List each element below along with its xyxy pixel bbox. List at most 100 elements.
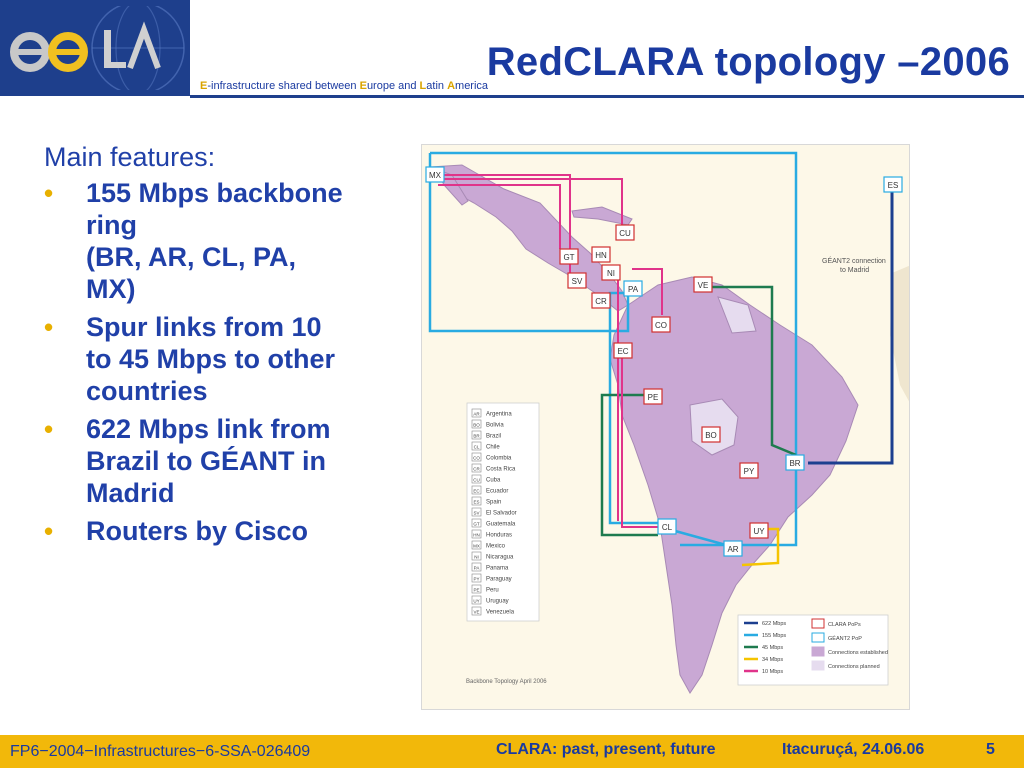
node-hn: HN [591, 246, 611, 263]
node-co: CO [651, 316, 671, 333]
node-label: VE [698, 281, 709, 290]
footer-date: Itacuruçá, 24.06.06 [782, 741, 925, 758]
svg-text:PE: PE [473, 588, 479, 593]
topology-map: GÉANT2 connection to Madrid MX CU GT HN SV NI… [421, 144, 910, 710]
link-legend: 622 Mbps 155 Mbps 45 Mbps 34 Mbps 10 Mbps CL… [737, 614, 889, 686]
feature-item: Spur links from 10 to 45 Mbps to other c… [44, 311, 416, 407]
geant-note-line-1: GÉANT2 connection [822, 256, 886, 265]
svg-text:Spain: Spain [486, 500, 501, 506]
header: RedCLARA topology –2006 E-infrastructure… [0, 0, 1024, 98]
svg-text:CL: CL [474, 445, 480, 450]
slide-title: RedCLARA topology –2006 [486, 40, 1010, 84]
svg-text:Bolivia: Bolivia [486, 423, 504, 429]
land-africa-hint [890, 265, 909, 402]
node-label: UY [753, 527, 765, 536]
pop-legend-row: CLARA PoPs [811, 618, 861, 629]
link-45-ve-br [708, 285, 797, 457]
node-sv: SV [567, 272, 587, 289]
svg-text:Argentina: Argentina [486, 412, 512, 418]
node-label: BR [789, 459, 800, 468]
svg-text:Uruguay: Uruguay [486, 599, 509, 605]
link-622-br-es [808, 185, 894, 465]
node-bo: BO [701, 426, 721, 443]
node-label: ES [888, 181, 899, 190]
node-label: CR [595, 297, 607, 306]
svg-text:CU: CU [473, 478, 480, 483]
country-legend-row: HN Honduras [471, 529, 512, 539]
node-label: MX [429, 171, 442, 180]
features-heading: Main features: [44, 142, 216, 172]
svg-text:GT: GT [473, 522, 480, 527]
node-pa: PA [623, 280, 643, 297]
eela-logo [10, 6, 185, 90]
feature-item: 622 Mbps link from Brazil to GÉANT in Ma… [44, 413, 416, 509]
svg-text:Nicaragua: Nicaragua [486, 555, 514, 561]
node-label: PE [648, 393, 659, 402]
node-es: ES [883, 176, 903, 193]
node-cu: CU [615, 224, 635, 241]
map-caption: Backbone Topology April 2006 [466, 679, 547, 685]
svg-text:AR: AR [473, 412, 480, 417]
node-label: PA [628, 285, 639, 294]
link-10-mx-gt [438, 184, 561, 249]
feature-list: 155 Mbps backbone ring (BR, AR, CL, PA, … [44, 177, 416, 547]
svg-text:Honduras: Honduras [486, 533, 512, 539]
footer-project-id: FP6−2004−Infrastructures−6-SSA-026409 [10, 743, 311, 760]
footer-talk-title: CLARA: past, present, future [496, 741, 716, 758]
svg-text:Costa Rica: Costa Rica [486, 467, 516, 473]
node-py: PY [739, 462, 759, 479]
link-155-cl-ar [667, 527, 727, 547]
link-legend-row: 45 Mbps [744, 645, 783, 651]
svg-text:PY: PY [473, 577, 479, 582]
link-10-ec-cl [621, 355, 658, 528]
footer: FP6−2004−Infrastructures−6-SSA-026409 CL… [0, 735, 1024, 768]
svg-text:34 Mbps: 34 Mbps [762, 657, 783, 663]
node-label: CU [619, 229, 631, 238]
svg-text:BO: BO [473, 423, 480, 428]
svg-text:CLARA PoPs: CLARA PoPs [828, 622, 861, 628]
geant-note-line-2: to Madrid [840, 267, 869, 274]
node-label: CO [655, 321, 667, 330]
node-pe: PE [643, 388, 663, 405]
feature-item: Routers by Cisco [44, 515, 416, 547]
link-155-mx-pa [428, 153, 630, 333]
country-legend-row: AR Argentina [471, 408, 512, 418]
svg-text:10 Mbps: 10 Mbps [762, 669, 783, 675]
svg-text:HN: HN [473, 533, 480, 538]
svg-text:CO: CO [473, 456, 480, 461]
svg-text:Venezuela: Venezuela [486, 610, 515, 616]
slide-subtitle: E-infrastructure shared between Europe a… [200, 80, 489, 92]
svg-text:Panama: Panama [486, 566, 509, 572]
svg-text:Connections established: Connections established [828, 650, 888, 656]
node-label: SV [572, 277, 583, 286]
svg-text:UY: UY [473, 599, 479, 604]
node-ve: VE [693, 276, 713, 293]
svg-text:Connections planned: Connections planned [828, 664, 880, 670]
feature-item: 155 Mbps backbone ring (BR, AR, CL, PA, … [44, 177, 416, 305]
land-guianas [717, 296, 757, 334]
node-cl: CL [657, 518, 677, 535]
link-legend-row: 622 Mbps [744, 621, 786, 627]
link-legend-row: 34 Mbps [744, 657, 783, 663]
node-label: HN [595, 251, 607, 260]
country-legend-row: ES Spain [471, 496, 501, 506]
svg-text:BR: BR [473, 434, 480, 439]
svg-text:ES: ES [473, 500, 479, 505]
svg-text:VE: VE [473, 610, 479, 615]
footer-page-number: 5 [986, 741, 995, 758]
link-10-mx-cu [440, 178, 623, 225]
svg-text:155 Mbps: 155 Mbps [762, 633, 786, 639]
node-label: NI [607, 269, 615, 278]
pop-legend-row: Connections planned [811, 660, 880, 671]
svg-text:MX: MX [473, 544, 480, 549]
country-legend-row: VE Venezuela [471, 606, 515, 616]
